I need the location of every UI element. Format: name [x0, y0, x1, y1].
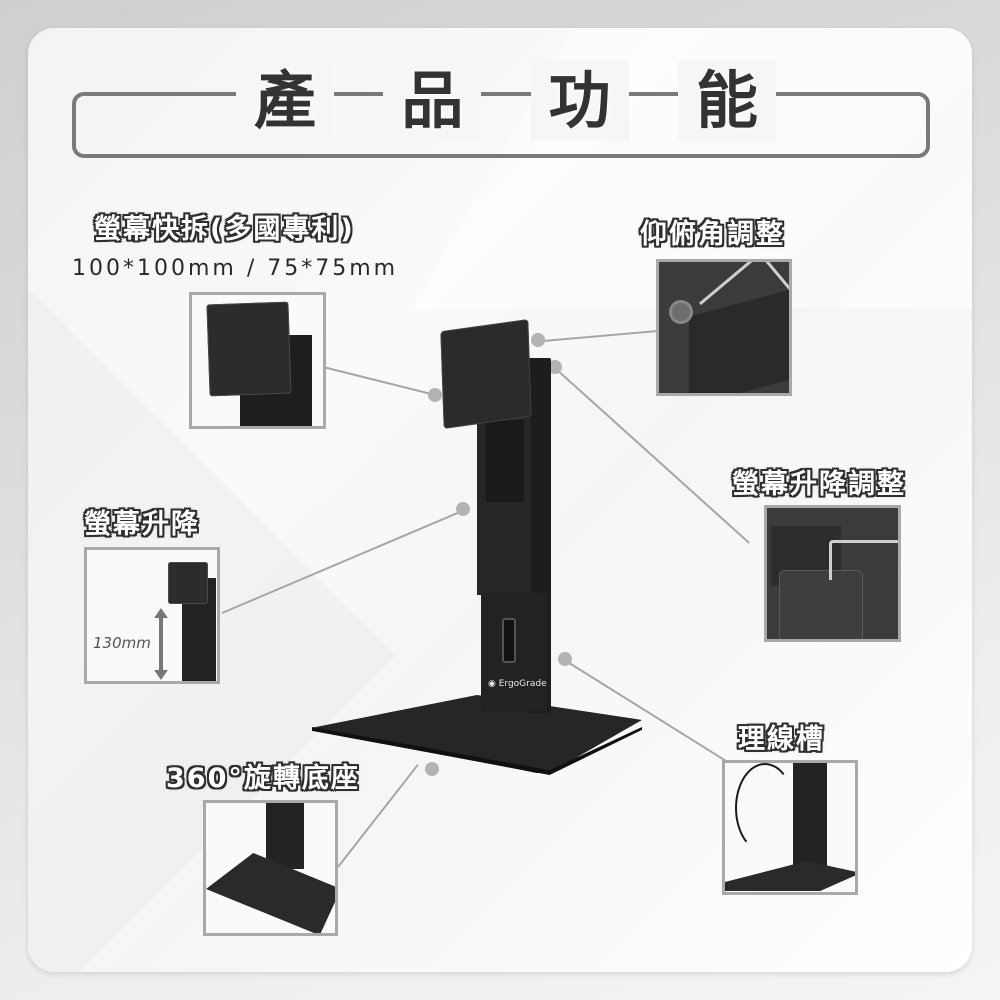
thumb-vesa-plate	[168, 562, 208, 604]
thumb-swivel-base	[203, 800, 338, 936]
brand-logo: ◉ ErgoGrade	[488, 679, 547, 689]
feature-label-cable-management: 理線槽	[738, 724, 825, 755]
feature-label-swivel-base: 360°旋轉底座	[166, 763, 360, 794]
arrow-shaft	[159, 616, 163, 672]
thumb-tilt-knob	[669, 300, 693, 324]
brand-icon: ◉	[488, 679, 499, 689]
connector-dot	[531, 333, 545, 347]
connector-dot	[428, 388, 442, 402]
thumb-quick-release	[189, 292, 326, 429]
lift-range: 130mm	[93, 634, 151, 652]
thumb-height-adjust	[764, 505, 901, 642]
title-frame	[72, 92, 930, 158]
connector-dot	[456, 502, 470, 516]
title-char: 能	[677, 61, 776, 141]
title-char: 功	[530, 61, 629, 141]
thumb-cable	[735, 763, 795, 853]
thumb-cable-management	[722, 760, 858, 895]
arrow-up-icon	[154, 608, 168, 618]
thumb-vesa-plate	[206, 301, 292, 397]
connector-dot	[558, 652, 572, 666]
connector-dot	[425, 762, 439, 776]
thumb-adjust-block	[779, 570, 863, 639]
title-char: 品	[383, 61, 482, 141]
feature-label-quick-release: 螢幕快拆(多國專利)	[94, 214, 355, 245]
thumb-height-lift: 130mm	[84, 547, 220, 684]
cable-hole	[502, 618, 516, 663]
thumb-base	[206, 853, 335, 933]
feature-label-height-adjust: 螢幕升降調整	[732, 469, 906, 500]
thumb-tilt	[656, 259, 792, 396]
vesa-plate	[440, 319, 532, 429]
page-title: 產 品 功 能	[236, 56, 776, 146]
thumb-hex-key	[829, 540, 898, 580]
feature-label-tilt: 仰俯角調整	[640, 219, 785, 250]
thumb-base	[725, 861, 855, 891]
title-char: 產	[236, 61, 335, 141]
feature-label-height-lift: 螢幕升降	[84, 509, 200, 540]
vesa-spec: 100*100mm / 75*75mm	[72, 256, 399, 281]
thumb-column	[793, 763, 827, 873]
arrow-down-icon	[154, 670, 168, 680]
brand-name: ErgoGrade	[498, 679, 547, 689]
thumb-column	[266, 803, 304, 869]
stand-column-slot	[486, 420, 524, 502]
connector-dot	[548, 360, 562, 374]
